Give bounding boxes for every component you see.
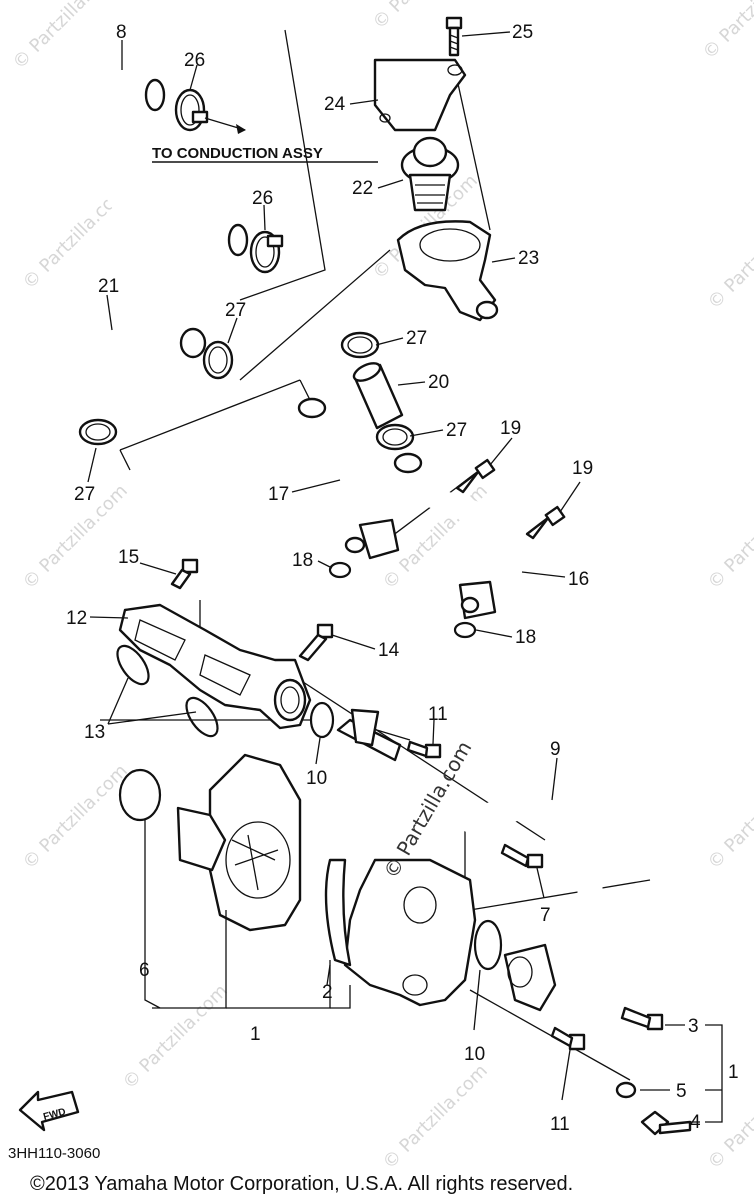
callout-1: 1 (250, 1024, 261, 1045)
pipe-16 (393, 452, 532, 620)
elbow-pipe (503, 943, 557, 1012)
watermark: © Partzilla.com (119, 980, 232, 1093)
callout-19-lower: 19 (572, 458, 593, 479)
o-ring-18-left (328, 561, 352, 579)
watermark: © Partzilla.com (704, 200, 754, 313)
fwd-arrow-icon: FWD (18, 1090, 80, 1132)
bolt-11-upper (406, 740, 442, 759)
hose-clamp-26-upper (174, 88, 209, 132)
callout-1-bracket: 1 (728, 1062, 739, 1083)
hose-clamp-26-lower (249, 230, 284, 274)
callout-17: 17 (268, 484, 289, 505)
bolt-4 (640, 1110, 692, 1136)
callout-12: 12 (66, 608, 87, 629)
callout-27-b: 27 (74, 484, 95, 505)
watermark: © Partzilla.com (704, 480, 754, 593)
thermostat-22 (400, 136, 460, 212)
callout-15: 15 (118, 547, 139, 568)
watermark: © Partzilla.com (19, 760, 132, 873)
bolt-7 (500, 843, 544, 869)
callout-23: 23 (518, 248, 539, 269)
callout-14: 14 (378, 640, 400, 661)
callout-9: 9 (550, 739, 561, 760)
o-ring-10-upper (309, 701, 335, 739)
callout-3: 3 (688, 1016, 699, 1037)
water-pump-body (208, 753, 302, 932)
gasket-2 (324, 858, 352, 967)
callout-11-upper: 11 (428, 704, 448, 725)
callout-19-upper: 19 (500, 418, 521, 439)
water-pipe-11 (336, 708, 402, 762)
thermostat-housing-23 (396, 220, 499, 322)
bolt-11-lower (550, 1026, 586, 1051)
thermostat-cover-24 (373, 58, 467, 132)
callout-10-lower: 10 (464, 1044, 485, 1065)
copyright-notice: ©2013 Yamaha Motor Corporation, U.S.A. A… (30, 1173, 573, 1195)
callout-8: 8 (116, 22, 127, 43)
callout-25: 25 (512, 22, 533, 43)
o-ring-6 (118, 768, 162, 822)
callout-18-right: 18 (515, 627, 536, 648)
callout-21: 21 (98, 276, 119, 297)
callout-13: 13 (84, 722, 105, 743)
callout-11-lower: 11 (550, 1114, 570, 1135)
hose-9 (457, 787, 603, 1019)
watermark: © Partzilla.com (699, 0, 754, 64)
impeller-shaft (176, 806, 279, 891)
bolt-3 (620, 1006, 664, 1031)
hose-8 (70, 66, 254, 257)
hose-21 (71, 316, 207, 433)
callout-4: 4 (690, 1112, 701, 1133)
hose-clamp-27-d (375, 423, 415, 451)
bolt-19-lower (525, 505, 566, 540)
pipe-20 (352, 362, 404, 430)
direction-arrowhead (236, 124, 246, 134)
leader-lines (87, 31, 723, 1123)
hose-clamp-27-a (202, 340, 234, 380)
o-ring-10-lower (473, 919, 503, 971)
callout-20: 20 (428, 372, 449, 393)
watermark: © Partzilla.com (9, 0, 122, 74)
hose-clamp-27-c (340, 331, 380, 359)
callout-27-c: 27 (406, 328, 427, 349)
washer-5 (615, 1081, 637, 1099)
bolt-25 (445, 16, 463, 57)
callout-7: 7 (540, 905, 551, 926)
callout-labels: 8 26 26 25 24 22 23 21 27 27 20 27 27 19… (66, 22, 739, 1135)
water-pipe-12 (118, 603, 312, 730)
to-conduction-assy-label: TO CONDUCTION ASSY (152, 145, 323, 162)
assembly-guide-lines (100, 29, 651, 1081)
pipe-17 (297, 397, 400, 560)
callout-26-lower: 26 (252, 188, 273, 209)
callout-26-upper: 26 (184, 50, 205, 71)
callout-6: 6 (139, 960, 150, 981)
callout-5: 5 (676, 1081, 687, 1102)
gasket-13-b (185, 696, 219, 738)
callout-16: 16 (568, 569, 589, 590)
watermark: © Partzilla.com (369, 0, 482, 34)
callout-22: 22 (352, 178, 373, 199)
callout-27-a: 27 (225, 300, 246, 321)
water-pump-housing (343, 858, 477, 1007)
bolt-14 (298, 623, 334, 662)
diagram-code: 3HH110-3060 (8, 1145, 100, 1162)
gasket-13-a (116, 644, 150, 686)
callout-18-left: 18 (292, 550, 313, 571)
watermark: © Partzilla.com (704, 760, 754, 873)
watermark: © Partzilla.com (379, 1060, 492, 1173)
callout-10-upper: 10 (306, 768, 327, 789)
callout-2: 2 (322, 982, 333, 1003)
o-ring-18-right (453, 621, 477, 639)
callout-24: 24 (324, 94, 346, 115)
bolt-15 (170, 558, 199, 590)
callout-27-d: 27 (446, 420, 467, 441)
hose-clamp-27-b (78, 418, 118, 446)
